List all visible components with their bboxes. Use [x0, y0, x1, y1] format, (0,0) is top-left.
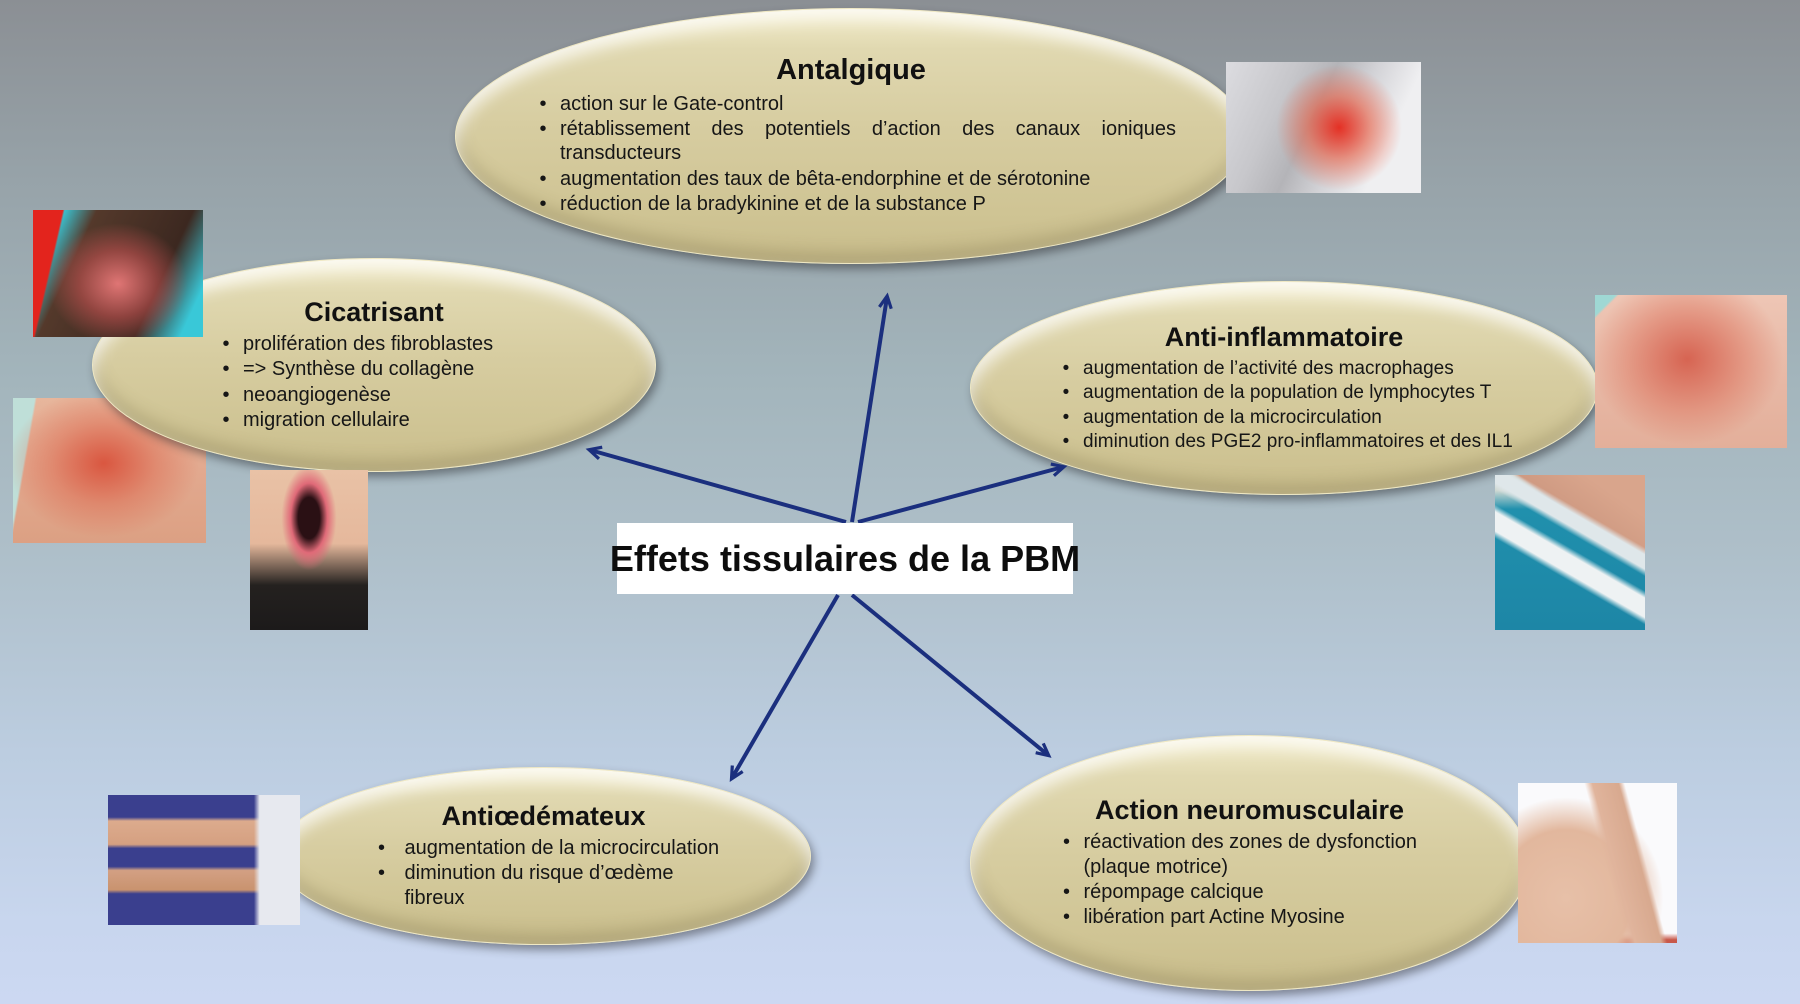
- bullet-icon: •: [1062, 430, 1070, 452]
- bullet-icon: •: [1062, 881, 1070, 904]
- list-item: •libération part Actine Myosine: [1050, 905, 1450, 929]
- node-action-neuromusculaire-title: Action neuromusculaire: [1094, 795, 1405, 826]
- bullet-icon: •: [222, 358, 230, 381]
- arrow-to-anti-inflammatoire: [857, 462, 1068, 524]
- list-item: •augmentation des taux de bêta-endorphin…: [526, 167, 1176, 191]
- list-item: •réactivation des zones de dysfonction (…: [1050, 830, 1450, 879]
- arrow-to-cicatrisant: [585, 445, 847, 524]
- node-cicatrisant-list: •prolifération des fibroblastes •=> Synt…: [209, 332, 539, 433]
- photo-arms-lymphedema: [108, 795, 300, 925]
- list-item: •diminution des PGE2 pro-inflammatoires …: [1049, 430, 1519, 453]
- bullet-icon: •: [377, 862, 385, 885]
- bullet-icon: •: [1062, 906, 1070, 929]
- list-item: •augmentation de la population de lympho…: [1049, 381, 1519, 404]
- photo-foot-wound: [1495, 475, 1645, 630]
- arrow-to-antalgique: [850, 292, 893, 523]
- bullet-icon: •: [539, 167, 547, 190]
- photo-open-mouth: [250, 470, 368, 630]
- photo-ankle-feet: [1518, 783, 1677, 943]
- list-item: •diminution du risque d’œdème fibreux: [359, 861, 729, 910]
- bullet-icon: •: [222, 332, 230, 355]
- node-antioedemateux-list: •augmentation de la microcirculation •di…: [359, 836, 729, 910]
- list-item: •action sur le Gate-control: [526, 92, 1176, 116]
- node-action-neuromusculaire-list: •réactivation des zones de dysfonction (…: [1050, 830, 1450, 930]
- list-item: •=> Synthèse du collagène: [209, 357, 539, 381]
- bullet-icon: •: [1062, 406, 1070, 428]
- node-anti-inflammatoire-title: Anti-inflammatoire: [1164, 322, 1404, 353]
- central-title-box: Effets tissulaires de la PBM: [610, 523, 1080, 594]
- node-antioedemateux: Antiœdémateux •augmentation de la microc…: [276, 767, 811, 945]
- list-item: •rétablissement des potentiels d’action …: [526, 117, 1176, 166]
- node-cicatrisant-title: Cicatrisant: [304, 296, 444, 327]
- bullet-icon: •: [539, 118, 547, 141]
- bullet-icon: •: [222, 383, 230, 406]
- list-item: •neoangiogenèse: [209, 383, 539, 407]
- node-anti-inflammatoire: Anti-inflammatoire •augmentation de l’ac…: [970, 281, 1598, 495]
- bullet-icon: •: [222, 408, 230, 431]
- list-item: •prolifération des fibroblastes: [209, 332, 539, 356]
- node-anti-inflammatoire-list: •augmentation de l’activité des macropha…: [1049, 357, 1519, 453]
- list-item: •augmentation de la microcirculation: [1049, 406, 1519, 429]
- arrow-to-action-neuromusculaire: [850, 593, 1052, 758]
- photo-jaw-pain: [1226, 62, 1421, 193]
- page-title: Effets tissulaires de la PBM: [609, 537, 1081, 579]
- bullet-icon: •: [539, 193, 547, 216]
- bullet-icon: •: [1062, 358, 1070, 380]
- node-antioedemateux-title: Antiœdémateux: [441, 800, 646, 831]
- bullet-icon: •: [377, 836, 385, 859]
- list-item: •augmentation de l’activité des macropha…: [1049, 357, 1519, 380]
- photo-neck-scar: [1595, 295, 1787, 448]
- node-antalgique-title: Antalgique: [776, 54, 926, 87]
- list-item: •augmentation de la microcirculation: [359, 836, 729, 860]
- list-item: •répompage calcique: [1050, 880, 1450, 904]
- node-action-neuromusculaire: Action neuromusculaire •réactivation des…: [970, 735, 1529, 991]
- bullet-icon: •: [1062, 831, 1070, 854]
- arrow-to-antioedemateux: [729, 593, 840, 782]
- photo-neck-burn-dark: [33, 210, 203, 337]
- bullet-icon: •: [539, 92, 547, 115]
- bullet-icon: •: [1062, 382, 1070, 404]
- list-item: •migration cellulaire: [209, 408, 539, 432]
- list-item: •réduction de la bradykinine et de la su…: [526, 192, 1176, 216]
- node-antalgique-list: •action sur le Gate-control •rétablissem…: [526, 92, 1176, 217]
- node-antalgique: Antalgique •action sur le Gate-control •…: [455, 8, 1247, 264]
